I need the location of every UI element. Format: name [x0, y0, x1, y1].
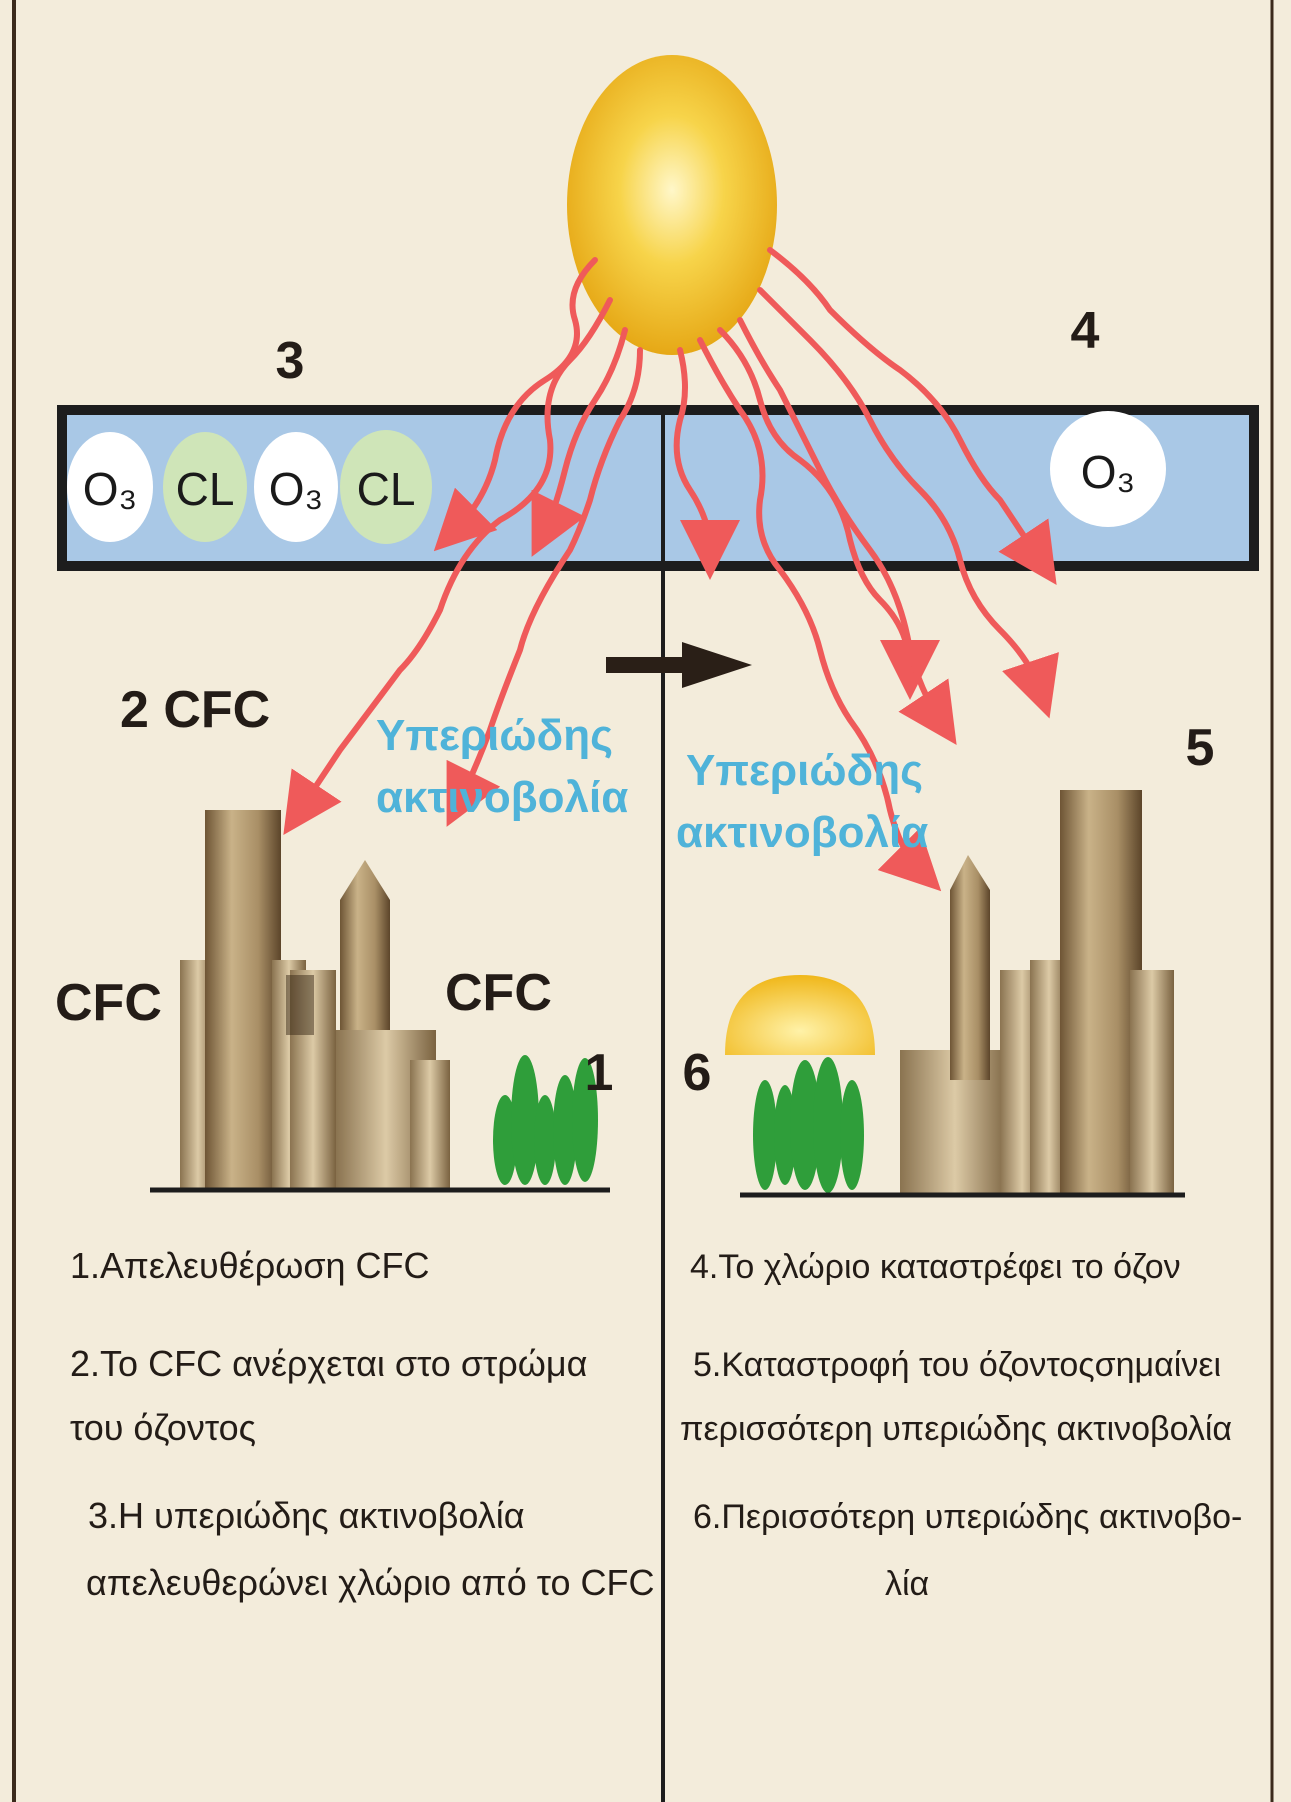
caption-step-2-line2: του όζοντος: [70, 1407, 256, 1448]
molecule-cl-b: CL: [340, 430, 432, 544]
step-number-5: 5: [1186, 719, 1215, 777]
step-number-3: 3: [276, 332, 305, 390]
right-vegetation: [753, 1057, 864, 1193]
svg-text:O₃: O₃: [1081, 446, 1136, 498]
caption-step-6-line2: λία: [885, 1565, 929, 1603]
uv-label-left-line1: Υπεριώδης: [376, 711, 613, 760]
svg-text:CL: CL: [357, 463, 416, 515]
cfc-label-step2: 2 CFC: [120, 681, 270, 739]
caption-step-4: 4.Το χλώριο καταστρέφει το όζον: [690, 1248, 1181, 1286]
caption-step-1: 1.Απελευθέρωση CFC: [70, 1245, 430, 1286]
right-buildings: [900, 790, 1174, 1195]
caption-step-5-line2: περισσότερη υπεριώδης ακτινοβολία: [680, 1410, 1232, 1448]
step-number-4: 4: [1071, 302, 1100, 360]
svg-text:O₃: O₃: [269, 463, 324, 515]
svg-text:O₃: O₃: [83, 463, 138, 515]
caption-step-6-line1: 6.Περισσότερη υπεριώδης ακτινοβο-: [693, 1498, 1242, 1536]
step-number-1: 1: [585, 1044, 614, 1102]
caption-step-5-line1: 5.Καταστροφή του όζοντοςσημαίνει: [693, 1346, 1221, 1384]
uv-label-left-line2: ακτινοβολία: [376, 773, 628, 822]
molecule-cl-a: CL: [163, 432, 247, 542]
svg-text:CL: CL: [176, 463, 235, 515]
molecule-o3-right: O₃: [1050, 411, 1166, 527]
left-vegetation: [493, 1055, 598, 1185]
process-arrow: [606, 642, 752, 688]
step-number-6: 6: [683, 1044, 712, 1102]
molecule-o3-b: O₃: [254, 432, 338, 542]
captions-left: 1.Απελευθέρωση CFC 2.Το CFC ανέρχεται στ…: [70, 1245, 655, 1603]
uv-label-right-line2: ακτινοβολία: [676, 808, 928, 857]
caption-step-2-line1: 2.Το CFC ανέρχεται στο στρώμα: [70, 1343, 587, 1384]
molecule-o3-a: O₃: [67, 432, 153, 542]
caption-step-3-line2: απελευθερώνει χλώριο από το CFC: [86, 1562, 655, 1603]
umbrella-shield: [725, 975, 875, 1055]
captions-right: 4.Το χλώριο καταστρέφει το όζον 5.Καταστ…: [680, 1248, 1242, 1603]
sun: [567, 55, 777, 355]
cfc-label-middle: CFC: [445, 964, 552, 1022]
cfc-label-left: CFC: [55, 974, 162, 1032]
uv-label-right-line1: Υπεριώδης: [686, 746, 923, 795]
left-buildings: [180, 810, 450, 1190]
caption-step-3-line1: 3.Η υπεριώδης ακτινοβολία: [88, 1495, 525, 1536]
